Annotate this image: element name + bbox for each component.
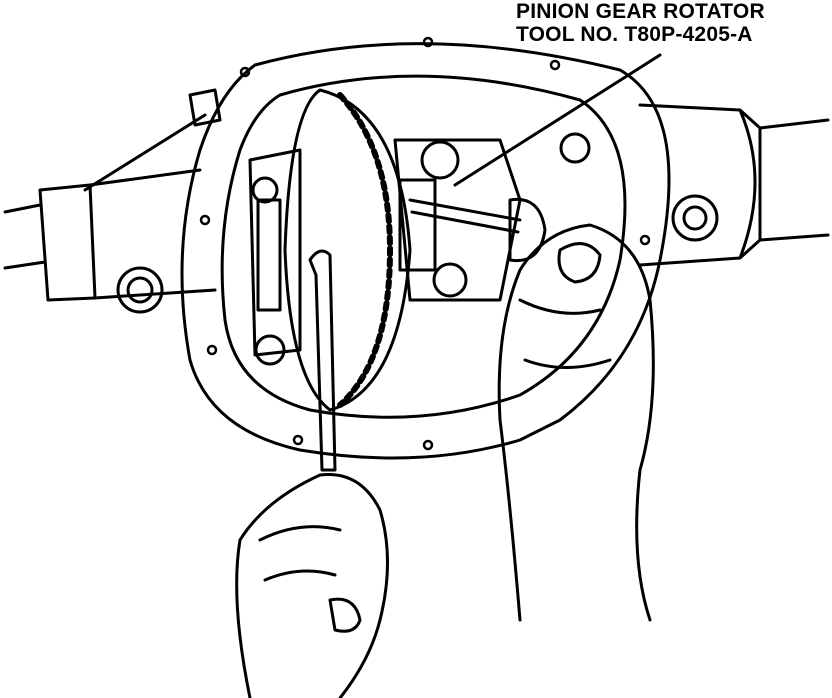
right-hand (497, 223, 655, 622)
axle-housing-right (638, 103, 830, 267)
axle-housing-left (3, 88, 222, 314)
bolt-holes (199, 36, 651, 451)
callout-label-tool-number: TOOL NO. T80P-4205-A (516, 23, 753, 46)
callout-label-tool-name: PINION GEAR ROTATOR (516, 0, 765, 23)
housing-flange (180, 36, 671, 460)
differential-case (393, 132, 591, 302)
wrench (308, 249, 337, 472)
pinion-gear-rotator-tool (408, 197, 547, 263)
ring-gear (248, 88, 412, 412)
left-hand (235, 472, 389, 698)
callout-leader-line (453, 53, 662, 187)
